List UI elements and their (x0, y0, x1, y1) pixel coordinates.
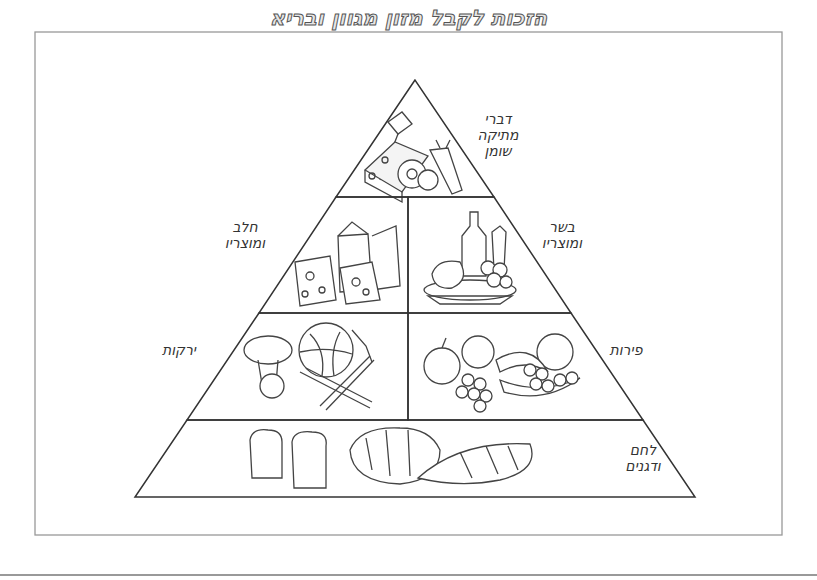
vegetables-section: ירקות (187, 313, 408, 420)
fruits-drawing (424, 334, 580, 412)
page-frame (35, 32, 782, 535)
section-outline (259, 197, 408, 313)
food-group-label: לחם ודגנים (615, 442, 671, 474)
section-outline (408, 197, 571, 313)
vegetables-drawing (244, 323, 374, 410)
grains-band: לחם ודגנים (135, 420, 695, 497)
dairy-section: חלב ומוצריו (259, 197, 408, 313)
food-group-label: ירקות (153, 342, 205, 358)
food-group-label: בשר ומוצריו (530, 219, 594, 251)
sweets-drawing (365, 112, 462, 202)
food-group-label: חלב ומוצריו (213, 219, 277, 251)
food-group-label: דברי מתיקה שומן (462, 111, 534, 159)
page-title: הזכות לקבל מזון מגוון ובריא (0, 6, 817, 30)
section-outline (336, 80, 494, 197)
meat-drawing (424, 212, 516, 304)
bread-drawing (250, 428, 532, 488)
section-outline (408, 313, 643, 420)
section-outline (187, 313, 408, 420)
fruits-section: פירות (408, 313, 643, 420)
food-group-label: פירות (600, 342, 652, 358)
meat-section: בשר ומוצריו (408, 197, 571, 313)
bottom-rule (0, 574, 817, 575)
sweets-tier: דברי מתיקה שומן (336, 80, 494, 197)
section-outline (135, 420, 695, 497)
